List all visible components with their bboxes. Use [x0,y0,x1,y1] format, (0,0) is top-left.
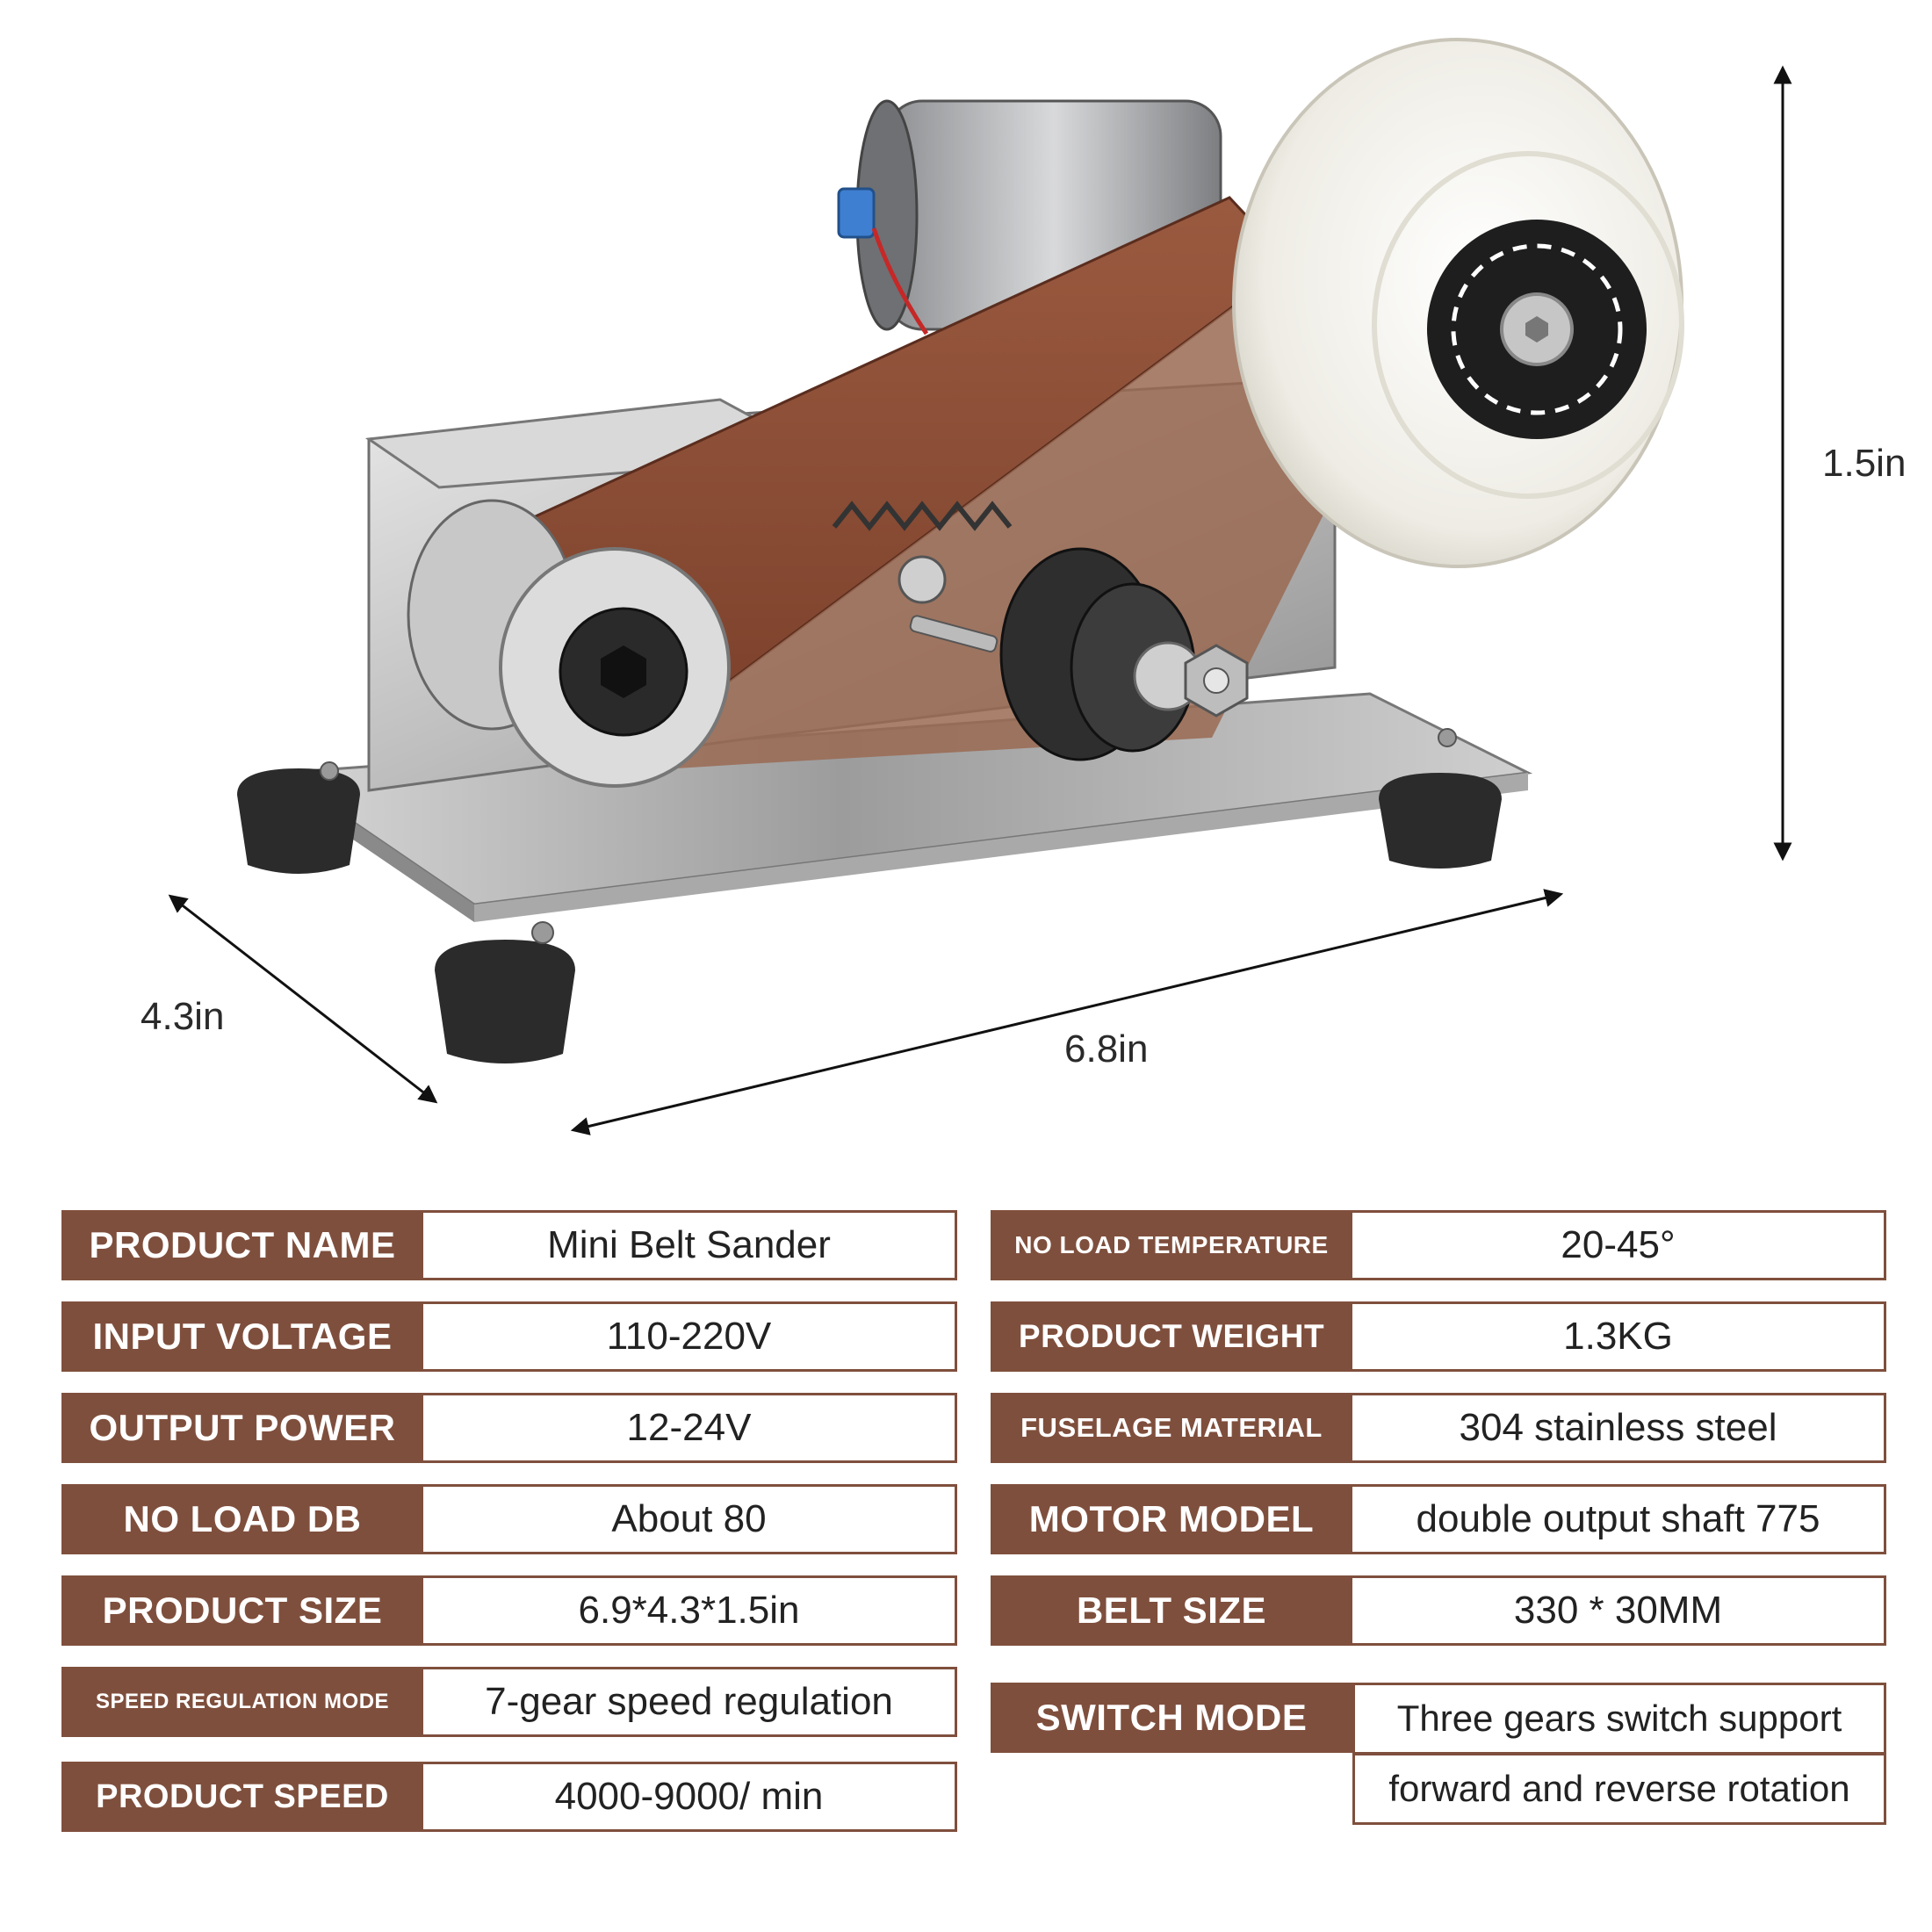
spec-label: PRODUCT SPEED [61,1762,423,1832]
base-plate [237,692,1533,1063]
spec-label: PRODUCT WEIGHT [991,1301,1352,1372]
spec-row: NO LOAD DB About 80 [61,1484,957,1554]
spec-row: NO LOAD TEMPERATURE 20-45° [991,1210,1886,1280]
drive-wheel [407,499,731,788]
spec-label: INPUT VOLTAGE [61,1301,423,1372]
rubber-foot [1379,773,1502,869]
spec-value: forward and reverse rotation [1352,1753,1886,1825]
spec-value: 7-gear speed regulation [423,1667,957,1737]
product-illustration [168,38,1792,1135]
spec-label: SWITCH MODE [991,1683,1352,1753]
spec-row: PRODUCT NAME Mini Belt Sander [61,1210,957,1280]
tension-spring [832,501,1013,652]
spec-value: 12-24V [423,1393,957,1463]
spec-row: SPEED REGULATION MODE 7-gear speed regul… [61,1667,957,1737]
buffing-wheel [1232,38,1684,568]
spec-label: BELT SIZE [991,1575,1352,1646]
spec-value: double output shaft 775 [1352,1484,1886,1554]
depth-dimension-label: 4.3in [141,995,225,1038]
spec-row: FUSELAGE MATERIAL 304 stainless steel [991,1393,1886,1463]
width-dimension-arrow [570,889,1564,1135]
width-dimension-label: 6.8in [1064,1027,1149,1071]
screw [320,761,339,781]
spec-row: MOTOR MODEL double output shaft 775 [991,1484,1886,1554]
spec-label: NO LOAD DB [61,1484,423,1554]
spec-label: PRODUCT NAME [61,1210,423,1280]
screw [531,921,554,944]
spec-value: 110-220V [423,1301,957,1372]
spec-label: MOTOR MODEL [991,1484,1352,1554]
dimension-arrows [168,65,1792,1135]
spec-row: PRODUCT SIZE 6.9*4.3*1.5in [61,1575,957,1646]
spec-value: 1.3KG [1352,1301,1886,1372]
spec-value: Three gears switch support [1352,1683,1886,1755]
screw [1438,728,1457,747]
spec-label: NO LOAD TEMPERATURE [991,1210,1352,1280]
depth-dimension-arrow [168,894,438,1104]
spec-value: 20-45° [1352,1210,1886,1280]
idler-wheel [999,547,1249,761]
rubber-foot [435,940,575,1063]
spec-row: BELT SIZE 330 * 30MM [991,1575,1886,1646]
spec-value: About 80 [423,1484,957,1554]
spec-label: OUTPUT POWER [61,1393,423,1463]
spec-value: 330 * 30MM [1352,1575,1886,1646]
rubber-foot [237,768,360,874]
spec-row: INPUT VOLTAGE 110-220V [61,1301,957,1372]
spec-row: PRODUCT WEIGHT 1.3KG [991,1301,1886,1372]
switch-mode-row: SWITCH MODE Three gears switch support f… [991,1683,1886,1827]
spec-value: 304 stainless steel [1352,1393,1886,1463]
wire-connector [837,187,876,239]
spec-label: FUSELAGE MATERIAL [991,1393,1352,1463]
spec-value: 4000-9000/ min [423,1762,957,1832]
spec-row: OUTPUT POWER 12-24V [61,1393,957,1463]
spec-value: Mini Belt Sander [423,1210,957,1280]
spec-label: SPEED REGULATION MODE [61,1667,423,1737]
spec-label: PRODUCT SIZE [61,1575,423,1646]
height-dimension-label: 1.5in [1822,442,1907,485]
spec-row: PRODUCT SPEED 4000-9000/ min [61,1762,957,1832]
spec-value: 6.9*4.3*1.5in [423,1575,957,1646]
